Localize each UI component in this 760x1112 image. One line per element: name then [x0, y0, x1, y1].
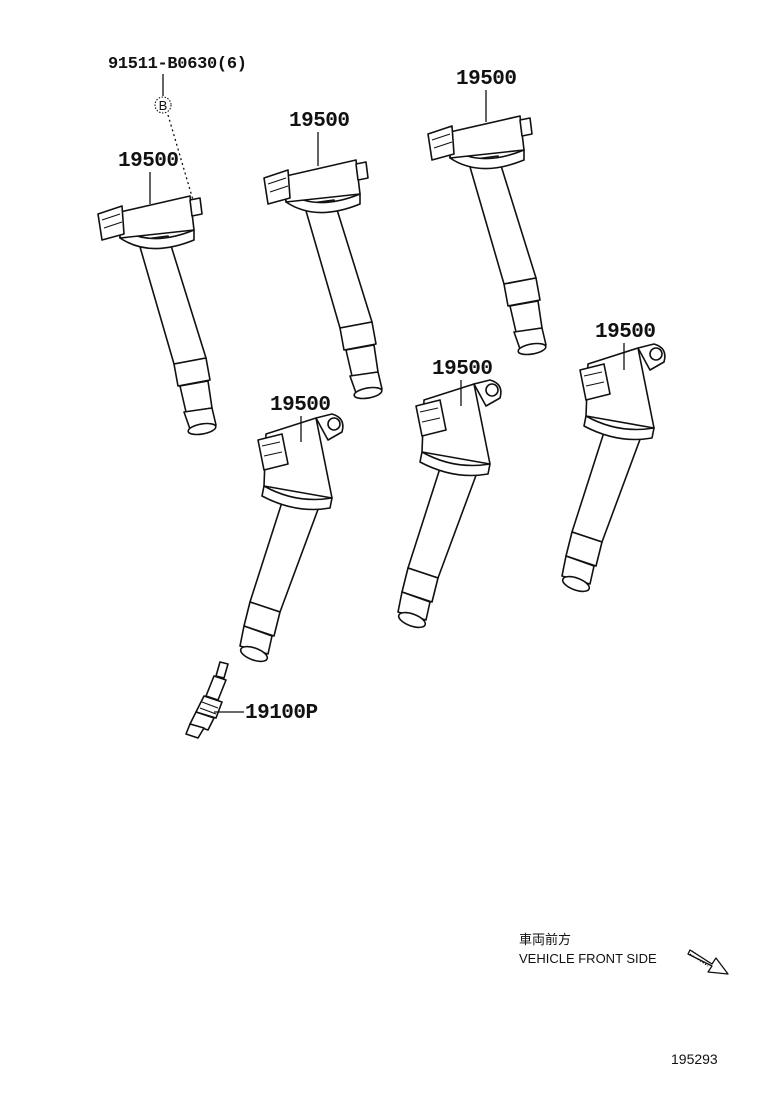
coil-label-2: 19500	[289, 110, 350, 133]
ignition-coil-6	[559, 343, 666, 596]
ignition-coil-3	[427, 115, 548, 358]
front-side-label-en: VEHICLE FRONT SIDE	[519, 951, 657, 966]
coil-label-6: 19500	[595, 321, 656, 344]
figure-reference: 195293	[671, 1051, 718, 1067]
ignition-coil-5	[395, 379, 502, 632]
bolt-marker: B	[154, 96, 172, 114]
spark-plug	[185, 661, 229, 739]
coil-label-5: 19500	[432, 358, 493, 381]
bolt-part-label: 91511-B0630(6)	[108, 55, 247, 74]
coil-label-3: 19500	[456, 68, 517, 91]
coil-label-4: 19500	[270, 394, 331, 417]
ignition-coil-1	[97, 195, 218, 438]
ignition-coil-4	[237, 413, 344, 666]
direction-arrow-icon	[687, 949, 729, 975]
bolt-marker-letter: B	[159, 98, 168, 113]
front-side-label-jp: 車両前方	[519, 932, 571, 948]
coil-label-1: 19500	[118, 150, 179, 173]
spark-plug-label: 19100P	[245, 702, 318, 725]
ignition-coil-2	[263, 159, 384, 402]
